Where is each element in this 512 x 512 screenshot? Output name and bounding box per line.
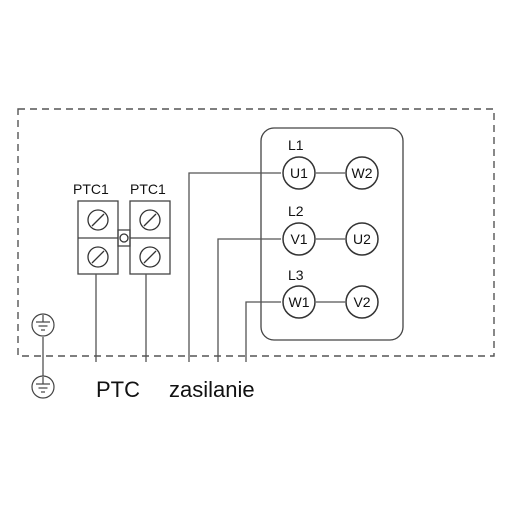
ptc-terminal-label-1: PTC1 [73, 181, 109, 197]
supply-caption: zasilanie [169, 377, 255, 402]
ptc-link-hole [119, 233, 129, 243]
ground-icon [31, 313, 55, 337]
supply-wire-l1 [188, 172, 281, 362]
terminal-v1-label: V1 [290, 231, 307, 247]
terminal-w1-label: W1 [289, 294, 310, 310]
supply-wire-l2 [217, 238, 281, 362]
motor-terminal-block [260, 127, 404, 341]
group-label-3: L3 [288, 267, 304, 283]
supply-wire-l3 [245, 301, 281, 362]
terminal-w2-label: W2 [352, 165, 373, 181]
screw-icon [139, 209, 161, 231]
terminal-w2 [345, 156, 379, 190]
ptc-caption: PTC [96, 377, 140, 402]
terminal-v2 [345, 285, 379, 319]
ptc-block-link [117, 229, 131, 247]
terminal-u2 [345, 222, 379, 256]
terminal-w1 [282, 285, 316, 319]
terminal-u2-label: U2 [353, 231, 371, 247]
screw-icon [87, 209, 109, 231]
enclosure-boundary [17, 108, 495, 357]
terminal-v2-label: V2 [353, 294, 370, 310]
group-label-1: L1 [288, 137, 304, 153]
terminal-v1 [282, 222, 316, 256]
screw-icon [87, 246, 109, 268]
ground-icon [31, 375, 55, 399]
terminal-u1 [282, 156, 316, 190]
screw-icon [139, 246, 161, 268]
ptc-terminal-label-2: PTC1 [130, 181, 166, 197]
ptc-terminal-block [77, 200, 171, 275]
terminal-u1-label: U1 [290, 165, 308, 181]
group-label-2: L2 [288, 203, 304, 219]
